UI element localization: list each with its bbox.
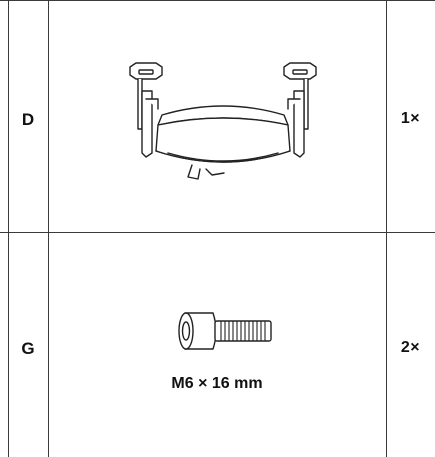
part-quantity: 2×: [400, 339, 421, 356]
table-border-left: [8, 0, 9, 457]
table-divider-quantity: [386, 0, 387, 457]
part-row-g: G: [0, 233, 435, 457]
part-quantity: 1×: [400, 110, 421, 127]
table-divider-letter: [48, 0, 49, 457]
chair-seat-armrests-icon: [129, 62, 317, 180]
part-letter: D: [21, 110, 35, 129]
hex-socket-bolt-icon: [178, 312, 272, 350]
bolt-size-label: M6 × 16 mm: [171, 375, 263, 392]
part-letter: G: [21, 339, 35, 358]
part-row-d: D: [0, 0, 435, 233]
